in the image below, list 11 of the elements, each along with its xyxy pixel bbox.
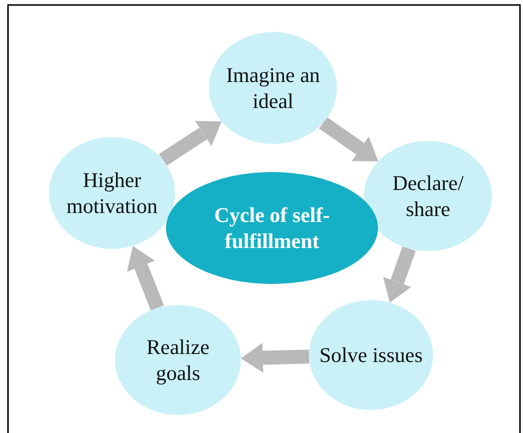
block-arrow [127, 246, 164, 311]
step-label: Imagine an ideal [225, 62, 321, 114]
step-label: Higher motivation [66, 166, 158, 220]
block-arrow [319, 117, 378, 162]
block-arrow [240, 342, 310, 373]
step-label: Solve issues [319, 342, 423, 368]
step-label: Realize goals [146, 334, 210, 386]
step-label: Declare/ share [391, 170, 465, 222]
block-arrow [383, 246, 416, 303]
center-label: Cycle of self-fulfillment [213, 202, 331, 254]
block-arrow [158, 120, 222, 166]
